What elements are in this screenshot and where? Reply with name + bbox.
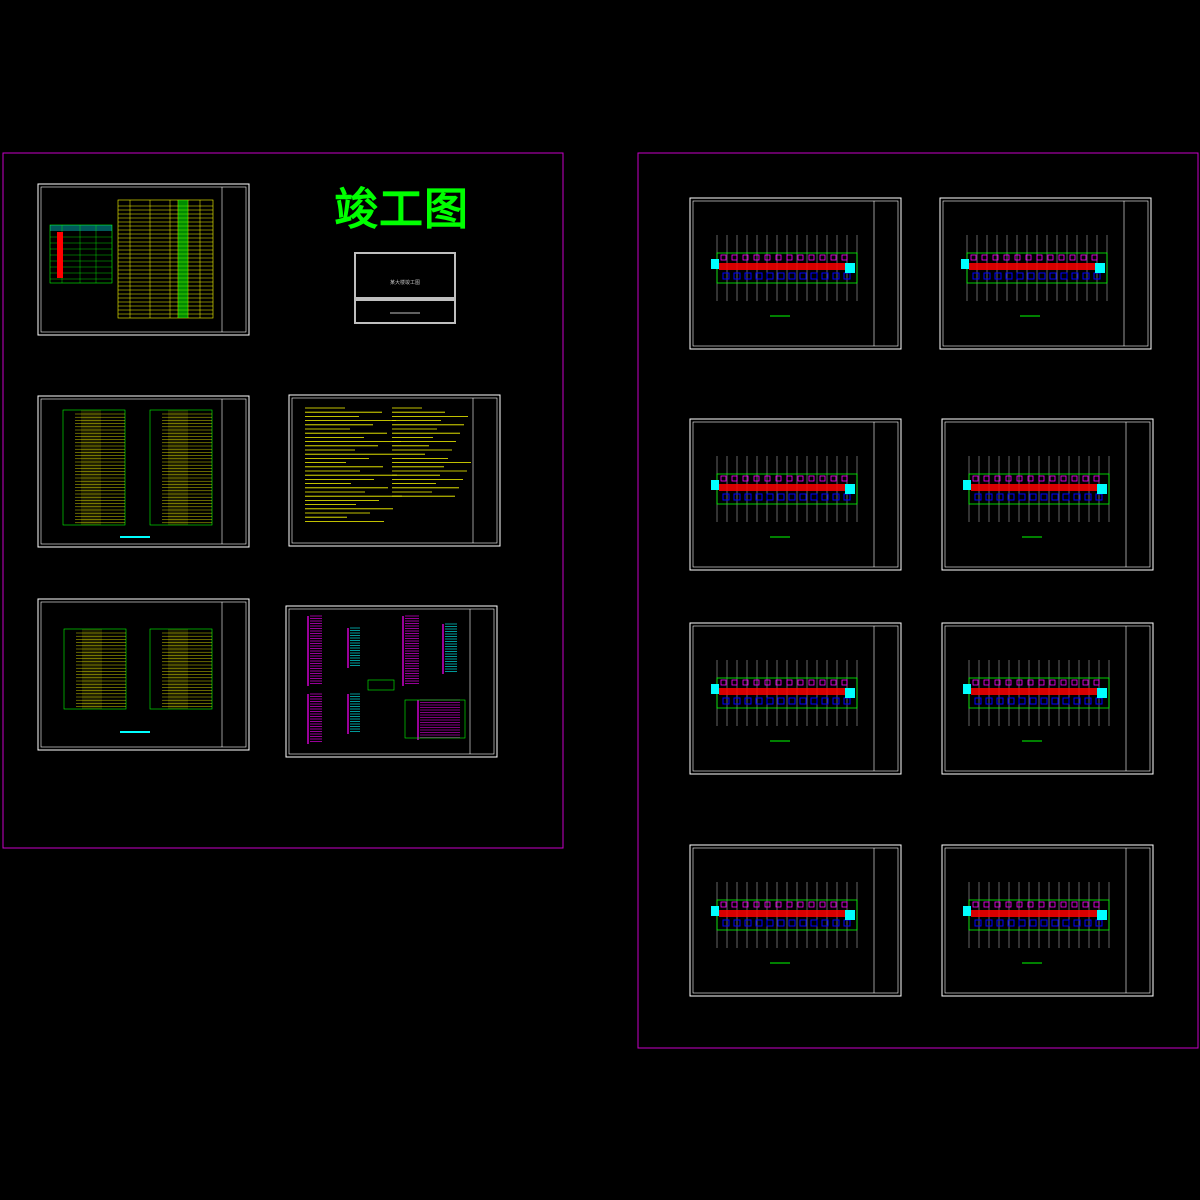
cover-box[interactable] xyxy=(354,252,456,324)
right-group-frame xyxy=(637,152,1199,1049)
floor-plan-7[interactable] xyxy=(689,844,902,997)
cover-box-label: 某大楼竣工图 xyxy=(389,280,420,286)
left-group-frame xyxy=(2,152,564,849)
floor-plan-5[interactable] xyxy=(689,622,902,775)
design-notes-sheet[interactable] xyxy=(288,394,501,547)
floor-plan-1[interactable] xyxy=(689,197,902,350)
riser-sheet-1[interactable] xyxy=(37,395,250,548)
floor-plan-2[interactable] xyxy=(939,197,1152,350)
system-diagram-sheet[interactable] xyxy=(285,605,498,758)
riser-sheet-2[interactable] xyxy=(37,598,250,751)
legend-table-sheet[interactable] xyxy=(37,183,250,336)
floor-plan-4[interactable] xyxy=(941,418,1154,571)
floor-plan-8[interactable] xyxy=(941,844,1154,997)
floor-plan-3[interactable] xyxy=(689,418,902,571)
drawing-set-title: 竣工图 xyxy=(334,184,469,235)
floor-plan-6[interactable] xyxy=(941,622,1154,775)
